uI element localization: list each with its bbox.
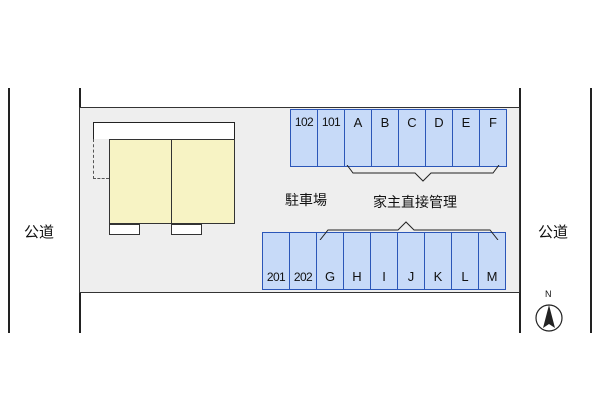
parking-space: 202: [289, 232, 317, 290]
parking-space: 102: [290, 109, 318, 167]
parking-space: F: [479, 109, 507, 167]
road-label-right: 公道: [538, 223, 569, 241]
parking-space: E: [452, 109, 480, 167]
building-unit-left: [109, 139, 172, 224]
parking-space: H: [343, 232, 371, 290]
road-label-left: 公道: [24, 223, 55, 241]
owner-managed-label: 家主直接管理: [373, 195, 457, 211]
brace-top-managed: [346, 165, 500, 182]
parking-space: J: [397, 232, 425, 290]
road-right-inner-edge: [519, 88, 521, 333]
building-unit-right: [171, 139, 235, 224]
parking-space: 101: [317, 109, 345, 167]
north-label: N: [545, 289, 552, 299]
parking-space: M: [478, 232, 506, 290]
entrance-step-left: [109, 224, 140, 235]
road-left-edge: [8, 88, 10, 333]
parking-space: 201: [262, 232, 290, 290]
parking-space: D: [425, 109, 453, 167]
building-dashed-extension: [93, 139, 109, 179]
entrance-step-right: [171, 224, 202, 235]
parking-space: C: [398, 109, 426, 167]
parking-space: I: [370, 232, 398, 290]
parking-space: A: [344, 109, 372, 167]
road-right-edge: [590, 88, 592, 333]
building-roof-outline: [93, 122, 235, 139]
parking-space: K: [424, 232, 452, 290]
parking-space: L: [451, 232, 479, 290]
parking-space: B: [371, 109, 399, 167]
north-arrow-icon: [535, 304, 563, 332]
parking-label: 駐車場: [285, 193, 327, 209]
brace-bottom-managed: [319, 221, 499, 240]
parking-row-top: 102 101 A B C D E F: [290, 109, 507, 167]
parking-row-bottom: 201 202 G H I J K L M: [262, 232, 506, 290]
parking-space: G: [316, 232, 344, 290]
